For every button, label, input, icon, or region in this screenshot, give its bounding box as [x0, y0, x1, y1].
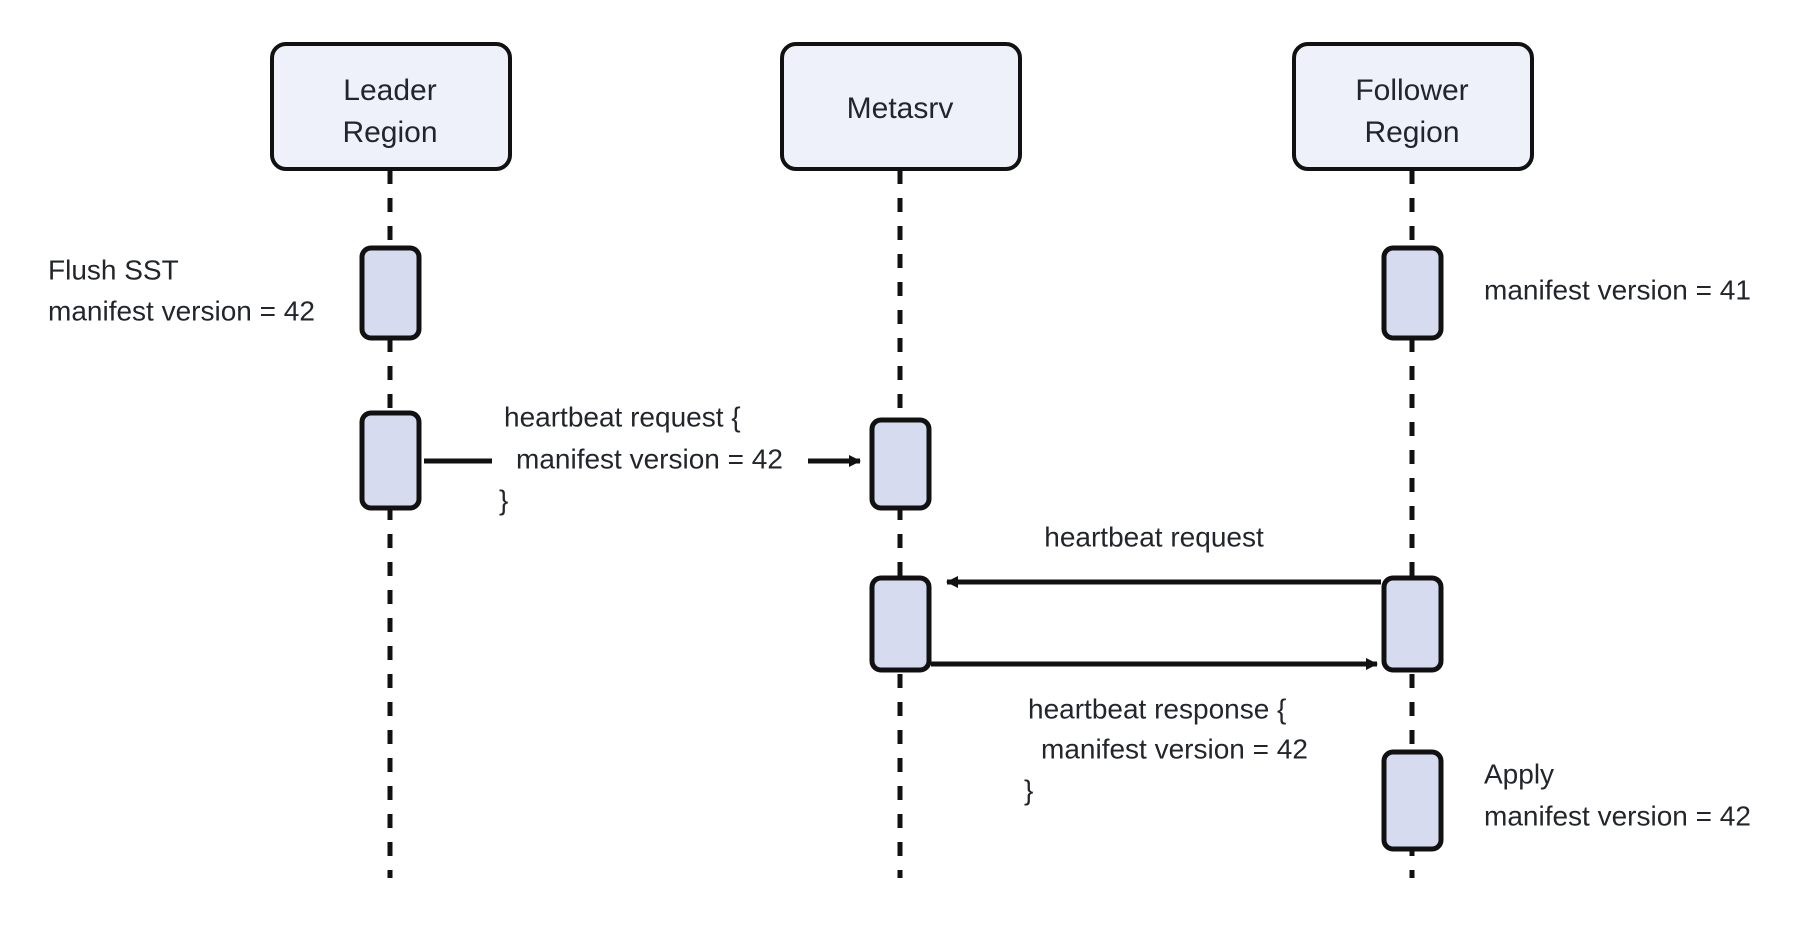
message-heartbeat-response[interactable]: heartbeat response { manifest version = …: [931, 658, 1378, 805]
message-label-heartbeat-response-line2: manifest version = 42: [1041, 733, 1308, 764]
message-heartbeat-request-leader[interactable]: heartbeat request { manifest version = 4…: [424, 401, 861, 515]
participant-metasrv[interactable]: Metasrv: [780, 42, 1022, 171]
participant-label-metasrv-line1: Metasrv: [847, 92, 954, 125]
participant-follower[interactable]: Follower Region: [1292, 42, 1534, 171]
note-apply: Apply manifest version = 42: [1484, 758, 1751, 831]
participant-box-metasrv[interactable]: [780, 42, 1022, 171]
message-label-heartbeat-request-leader-line3: }: [499, 484, 508, 515]
message-label-heartbeat-response-line3: }: [1024, 774, 1033, 805]
activation-follower-initial[interactable]: [1381, 245, 1444, 341]
note-apply-line2: manifest version = 42: [1484, 800, 1751, 831]
activation-leader-flush[interactable]: [359, 245, 422, 341]
note-follower-version-line1: manifest version = 41: [1484, 274, 1751, 305]
activation-follower-apply[interactable]: [1381, 749, 1444, 852]
message-label-heartbeat-request-leader-line1: heartbeat request {: [504, 401, 741, 432]
participant-box-follower[interactable]: [1292, 42, 1534, 171]
message-heartbeat-request-follower[interactable]: heartbeat request: [946, 521, 1381, 588]
activation-metasrv-heartbeat-in[interactable]: [869, 417, 932, 511]
participant-label-leader-line2: Region: [342, 116, 437, 149]
note-flush-sst: Flush SST manifest version = 42: [48, 254, 315, 326]
participant-label-leader-line1: Leader: [343, 74, 436, 107]
participant-box-leader[interactable]: [270, 42, 512, 171]
activation-leader-heartbeat[interactable]: [359, 410, 422, 511]
activation-follower-exchange[interactable]: [1381, 575, 1444, 673]
note-follower-version: manifest version = 41: [1484, 274, 1751, 305]
message-label-heartbeat-request-follower: heartbeat request: [1044, 521, 1264, 552]
participant-label-follower-line1: Follower: [1355, 74, 1468, 107]
participant-label-follower-line2: Region: [1364, 116, 1459, 149]
note-flush-sst-line2: manifest version = 42: [48, 295, 315, 326]
note-apply-line1: Apply: [1484, 758, 1554, 789]
note-flush-sst-line1: Flush SST: [48, 254, 179, 285]
activation-metasrv-exchange[interactable]: [869, 575, 932, 673]
message-label-heartbeat-response-line1: heartbeat response {: [1028, 693, 1286, 724]
message-label-heartbeat-request-leader-line2: manifest version = 42: [516, 443, 783, 474]
participant-leader[interactable]: Leader Region: [270, 42, 512, 171]
